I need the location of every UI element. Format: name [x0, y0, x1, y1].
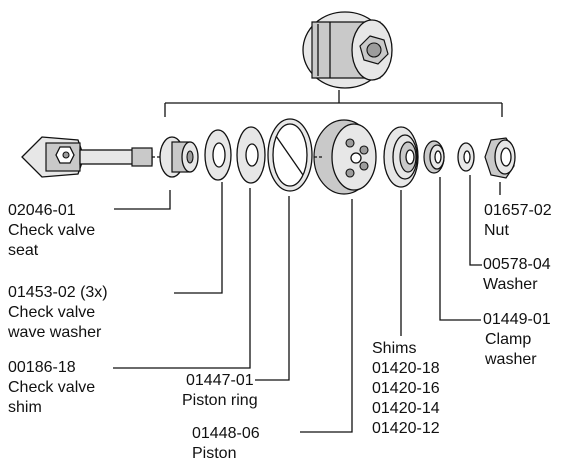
- piston-label: 01448-06 Piston: [192, 424, 260, 464]
- assembled-piston-icon: [302, 11, 393, 89]
- wave-washer-label: 01453-02 (3x) Check valve wave washer: [8, 283, 108, 343]
- wave-washer-icon: [204, 129, 232, 181]
- part-name: Piston: [192, 445, 237, 462]
- part-number: 01420-14: [372, 400, 440, 417]
- part-number: 00186-18: [8, 359, 76, 376]
- shim-label: 00186-18 Check valve shim: [8, 358, 95, 418]
- piston-ring-icon: [267, 118, 313, 192]
- clamp-washer-icon: [423, 140, 445, 174]
- part-name: Check valve: [8, 304, 96, 321]
- part-name: Piston ring: [182, 392, 258, 409]
- part-name: washer: [485, 351, 537, 368]
- piston-ring-label: 01447-01 Piston ring: [182, 371, 258, 411]
- part-name: Nut: [484, 222, 509, 239]
- shims-label: Shims 01420-18 01420-16 01420-14 01420-1…: [372, 339, 440, 439]
- part-name: Clamp: [485, 331, 532, 348]
- piston-icon: [313, 119, 377, 195]
- part-number: 01453-02 (3x): [8, 284, 108, 301]
- nut-icon: [484, 137, 516, 179]
- exploded-bracket: [164, 90, 503, 117]
- part-name: Washer: [483, 276, 538, 293]
- nut-label: 01657-02 Nut: [484, 201, 552, 241]
- check-valve-seat-icon: [159, 136, 199, 178]
- part-name: Check valve: [8, 379, 96, 396]
- part-number: 01447-01: [186, 372, 254, 389]
- part-number: 01420-16: [372, 380, 440, 397]
- part-number: 01448-06: [192, 425, 260, 442]
- shim-icon: [236, 126, 266, 184]
- part-number: 01420-12: [372, 420, 440, 437]
- shaft-icon: [21, 136, 160, 178]
- washer-label: 00578-04 Washer: [483, 255, 551, 295]
- part-number: 01420-18: [372, 360, 440, 377]
- part-name: shim: [8, 399, 42, 416]
- part-name: seat: [8, 242, 39, 259]
- shim-stack-icon: [383, 126, 419, 188]
- part-name: Check valve: [8, 222, 96, 239]
- part-number: 02046-01: [8, 202, 76, 219]
- washer-icon: [457, 142, 475, 172]
- part-name: wave washer: [8, 324, 102, 341]
- check-valve-seat-label: 02046-01 Check valve seat: [8, 201, 95, 261]
- part-number: 00578-04: [483, 256, 551, 273]
- leader-lines: [113, 175, 501, 433]
- part-name: Shims: [372, 340, 417, 357]
- part-number: 01657-02: [484, 202, 552, 219]
- part-number: 01449-01: [483, 311, 551, 328]
- clamp-washer-label: 01449-01 Clamp washer: [483, 310, 551, 370]
